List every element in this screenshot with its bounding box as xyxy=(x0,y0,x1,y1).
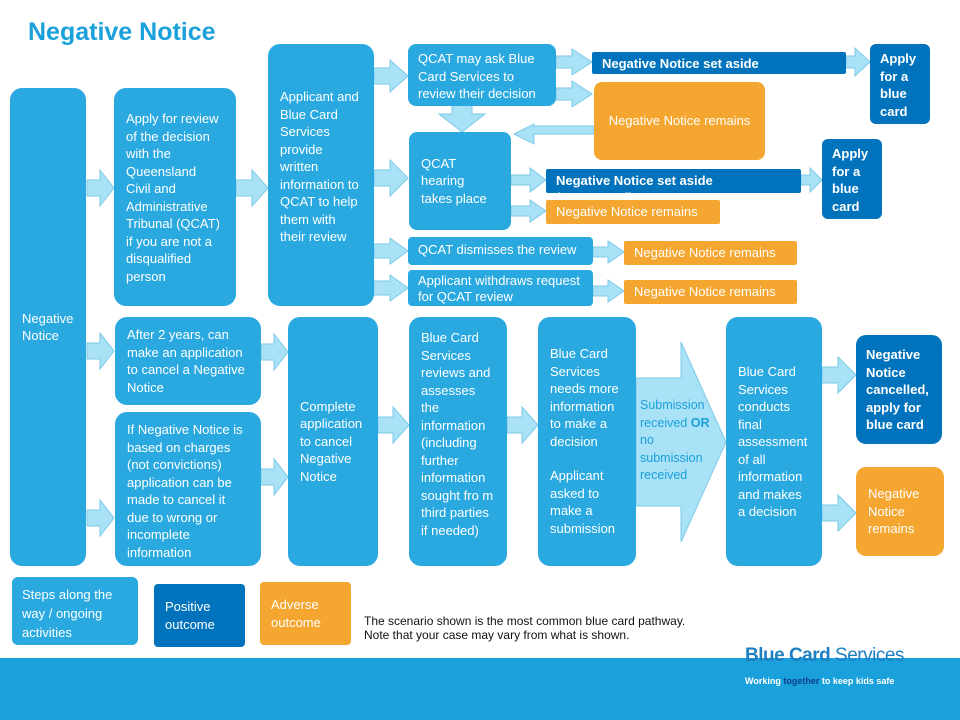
arrow-written-to-hearing xyxy=(373,158,409,198)
remains-1-label: Negative Notice remains xyxy=(608,113,751,129)
arrow-hearing-to-set-aside xyxy=(510,167,547,193)
bcs-reviews-label: Blue Card Services reviews and assesses … xyxy=(421,330,494,538)
arrow-withdraws-to-remains xyxy=(592,279,625,303)
apply-card-2-node: Apply for a blue card xyxy=(822,139,882,219)
asked-submit-label: Applicant asked to make a submission xyxy=(550,468,616,536)
dismisses-node: QCAT dismisses the review xyxy=(408,237,593,265)
written-info-node: Applicant and Blue Card Services provide… xyxy=(268,44,374,306)
apply-card-1-label: Apply for a blue card xyxy=(880,51,917,119)
arrow-apply-to-written xyxy=(235,168,269,208)
cancelled-node: Negative Notice cancelled, apply for blu… xyxy=(856,335,942,444)
remains-3-label: Negative Notice remains xyxy=(634,245,776,260)
set-aside-2-node: Negative Notice set aside (overturned) xyxy=(546,169,801,205)
footer-band xyxy=(0,658,960,720)
remains-3-node: Negative Notice remains xyxy=(624,241,797,265)
apply-review-label: Apply for review of the decision with th… xyxy=(126,111,220,284)
tagline-start: Working xyxy=(745,676,784,686)
legend-positive-label: Positive outcome xyxy=(165,599,215,632)
legend-positive: Positive outcome xyxy=(154,584,245,647)
needs-more-label: Blue Card Services needs more informatio… xyxy=(550,346,619,449)
charges-node: If Negative Notice is based on charges (… xyxy=(115,412,261,566)
withdraws-label: Applicant withdraws request for QCAT rev… xyxy=(418,273,580,304)
bcs-reviews-node: Blue Card Services reviews and assesses … xyxy=(409,317,507,566)
arrow-written-to-withdraws xyxy=(373,274,409,302)
arrow-charges-to-complete xyxy=(260,457,289,497)
hearing-node: QCAT hearing takes place xyxy=(409,132,511,230)
arrow-dismisses-to-remains xyxy=(592,240,625,264)
apply-card-1-node: Apply for a blue card xyxy=(870,44,930,124)
note-line-1: The scenario shown is the most common bl… xyxy=(364,614,686,628)
charges-label: If Negative Notice is based on charges (… xyxy=(127,422,243,560)
arrow-hearing-to-remains xyxy=(510,199,547,223)
apply-card-2-label: Apply for a blue card xyxy=(832,146,869,214)
arrow-remains-to-hearing xyxy=(512,123,595,145)
legend-steps: Steps along the way / ongoing activities xyxy=(12,577,138,645)
brand-tagline: Working together to keep kids safe xyxy=(745,676,894,686)
remains-1-node: Negative Notice remains xyxy=(594,82,765,160)
written-info-label: Applicant and Blue Card Services provide… xyxy=(280,89,359,244)
complete-app-label: Complete application to cancel Negative … xyxy=(300,398,363,484)
negative-notice-node: Negative Notice xyxy=(10,88,86,566)
tagline-end: to keep kids safe xyxy=(819,676,895,686)
set-aside-1-node: Negative Notice set aside (overturned) xyxy=(592,52,846,88)
after-2-years-node: After 2 years, can make an application t… xyxy=(115,317,261,405)
pathway-note: The scenario shown is the most common bl… xyxy=(364,614,685,642)
page-title: Negative Notice xyxy=(28,18,216,46)
logo-text-bold: Blue Card xyxy=(745,645,836,666)
arrow-after-2-to-complete xyxy=(260,332,289,372)
submission-received-text: Submission received xyxy=(640,398,705,430)
after-2-years-label: After 2 years, can make an application t… xyxy=(127,327,245,395)
tagline-together: together xyxy=(783,676,820,686)
final-assess-node: Blue Card Services conducts final assess… xyxy=(726,317,822,566)
submission-or-text: OR xyxy=(690,415,710,430)
needs-more-node: Blue Card Services needs more informatio… xyxy=(538,317,636,566)
legend-adverse: Adverse outcome xyxy=(260,582,351,645)
qcat-ask-label: QCAT may ask Blue Card Services to revie… xyxy=(418,51,536,101)
remains-4-label: Negative Notice remains xyxy=(634,284,776,299)
remains-final-label: Negative Notice remains xyxy=(868,486,920,536)
brand-logo: Blue Card Services xyxy=(745,645,904,667)
arrow-submission-big xyxy=(635,341,727,543)
apply-review-node: Apply for review of the decision with th… xyxy=(114,88,236,306)
withdraws-node: Applicant withdraws request for QCAT rev… xyxy=(408,270,593,306)
arrow-complete-to-reviews xyxy=(377,405,410,445)
arrow-set-aside-2-to-apply xyxy=(800,166,823,194)
arrow-nn-to-apply-review xyxy=(86,168,115,208)
legend-adverse-label: Adverse outcome xyxy=(271,597,321,630)
arrow-nn-to-charges xyxy=(86,498,115,538)
legend-steps-label: Steps along the way / ongoing activities xyxy=(22,587,113,640)
submission-label: Submission received OR no submission rec… xyxy=(640,397,714,485)
remains-final-node: Negative Notice remains xyxy=(856,467,944,556)
arrow-nn-to-after-2 xyxy=(86,331,115,371)
submission-none-text: no submission received xyxy=(640,433,703,482)
arrow-written-to-dismisses xyxy=(373,237,409,265)
complete-app-node: Complete application to cancel Negative … xyxy=(288,317,378,566)
final-assess-label: Blue Card Services conducts final assess… xyxy=(738,364,808,519)
logo-text-light: Services xyxy=(835,645,904,666)
negative-notice-label: Negative Notice xyxy=(22,310,74,344)
remains-2-label: Negative Notice remains xyxy=(556,204,698,219)
remains-4-node: Negative Notice remains xyxy=(624,280,797,304)
arrow-reviews-to-needs-more xyxy=(506,405,539,445)
arrow-set-aside-to-apply xyxy=(845,46,871,78)
arrow-qcat-ask-to-set-aside xyxy=(555,48,593,76)
dismisses-label: QCAT dismisses the review xyxy=(418,242,577,257)
hearing-label: QCAT hearing takes place xyxy=(421,155,487,206)
remains-2-node: Negative Notice remains xyxy=(546,200,720,224)
arrow-final-to-remains xyxy=(821,493,857,533)
arrow-final-to-cancelled xyxy=(821,355,857,395)
arrow-qcat-ask-to-remains xyxy=(555,80,593,108)
arrow-qcat-ask-to-hearing xyxy=(437,103,487,133)
cancelled-label: Negative Notice cancelled, apply for blu… xyxy=(866,347,929,432)
note-line-2: Note that your case may vary from what i… xyxy=(364,628,630,642)
qcat-ask-node: QCAT may ask Blue Card Services to revie… xyxy=(408,44,556,106)
arrow-written-to-qcat-ask xyxy=(373,58,409,94)
